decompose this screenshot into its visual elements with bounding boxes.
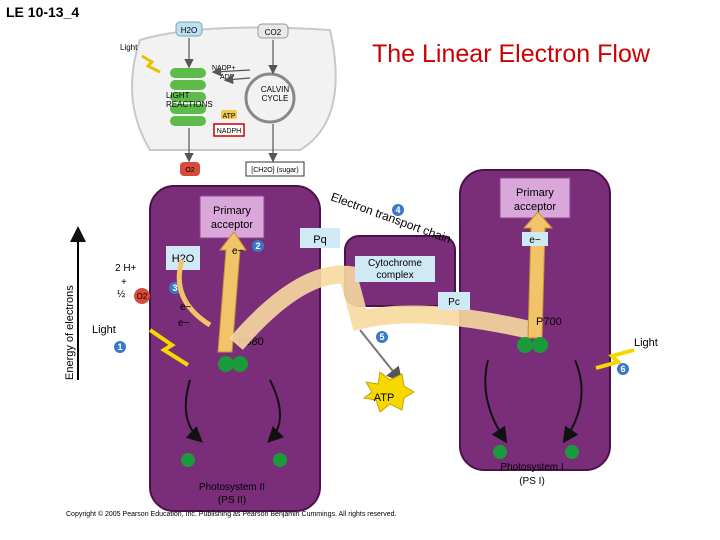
atp-arrow xyxy=(359,329,403,384)
two-h-label: 2 H+ xyxy=(115,263,137,274)
nadph-badge xyxy=(213,123,245,137)
energy-axis: Energy of electrons xyxy=(64,226,86,380)
ps1-electron-box xyxy=(522,232,548,246)
thylakoid-disc xyxy=(170,68,206,78)
h2o-badge xyxy=(175,21,203,37)
photosystem-ii: Primary acceptor e− 2 H2O 2 H+ + ½ O2 3 … xyxy=(92,195,287,506)
atp-burst xyxy=(362,371,415,413)
diagram-title: The Linear Electron Flow xyxy=(372,40,650,68)
ps1-antenna-arrow xyxy=(562,359,583,444)
plus-label: + xyxy=(121,277,127,288)
thylakoid-disc xyxy=(170,104,206,114)
overview-o2-badge xyxy=(180,162,200,176)
cytochrome-box xyxy=(355,256,435,282)
ps1-acceptor-label-1: Primary xyxy=(516,187,554,199)
ps2-electron: e− xyxy=(232,246,244,257)
ps2-acceptor-label-1: Primary xyxy=(213,205,251,217)
ps1-antenna-chlorophyll xyxy=(565,445,579,459)
pq-label: Pq xyxy=(313,234,326,246)
energy-axis-label: Energy of electrons xyxy=(64,285,76,380)
ps2-antenna-chlorophyll xyxy=(273,453,287,467)
step-5-number: 5 xyxy=(379,332,384,342)
step-4-number: 4 xyxy=(395,205,400,215)
light-reactions-label-1: LIGHT xyxy=(166,91,190,100)
step-6-circle xyxy=(617,363,629,375)
nadp-label: NADP+ xyxy=(212,65,236,72)
overview-light-label: Light xyxy=(120,43,138,52)
half-label: ½ xyxy=(117,289,126,300)
adp-arrow xyxy=(223,74,251,85)
calvin-label-1: CALVIN xyxy=(261,85,290,94)
step-6-number: 6 xyxy=(620,364,625,374)
p700-chlorophyll-a xyxy=(517,337,533,353)
ps2-electron-a: e− xyxy=(180,302,192,313)
pq-box xyxy=(300,228,340,248)
step-3-number: 3 xyxy=(172,283,177,293)
p700-label: P700 xyxy=(536,316,562,328)
ps2-light-label: Light xyxy=(92,324,116,336)
overview-o2-label: O2 xyxy=(185,167,194,174)
sugar-label: [CH2O] (sugar) xyxy=(251,167,298,174)
nadph-label: NADPH xyxy=(217,128,242,135)
ps1-light-bolt xyxy=(595,348,635,370)
water-split-arrow xyxy=(176,259,212,328)
atp-label: ATP xyxy=(374,392,395,404)
pc-label: Pc xyxy=(448,297,460,308)
ps1-name-1: Photosystem I xyxy=(500,462,563,473)
co2-badge xyxy=(257,23,289,39)
ps1-primary-acceptor-box xyxy=(499,177,571,219)
thylakoid-disc xyxy=(170,92,206,102)
nadp-arrow xyxy=(211,66,251,77)
light-reactions-label-2: REACTIONS xyxy=(166,100,213,109)
step-1-circle xyxy=(114,341,126,353)
overview-atp-badge xyxy=(221,110,237,119)
ps1-name-2: (PS I) xyxy=(519,476,545,487)
photosystem-i: Primary acceptor e− P700 Light 6 Photosy… xyxy=(484,177,658,487)
ps2-light-bolt xyxy=(148,328,190,367)
step-4-circle xyxy=(392,204,404,216)
p680-chlorophyll-b xyxy=(232,356,248,372)
p680-chlorophyll-a xyxy=(218,356,234,372)
ps1-antenna-arrow xyxy=(484,359,508,444)
step-1-number: 1 xyxy=(117,342,122,352)
ps1-electron: e− xyxy=(529,235,541,246)
cytochrome-label-2: complex xyxy=(376,270,413,281)
h2o-label: H2O xyxy=(181,26,197,35)
overview-light-bolt xyxy=(141,54,161,74)
ps2-name-1: Photosystem II xyxy=(199,482,265,493)
ps2-antenna-arrow xyxy=(184,379,203,443)
chain-path xyxy=(229,265,532,350)
ps2-water-label: H2O xyxy=(172,253,195,265)
o2-circle xyxy=(134,288,150,304)
ps1-acceptor-label-2: acceptor xyxy=(514,201,557,213)
p700-chlorophyll-b xyxy=(532,337,548,353)
o2-label: O2 xyxy=(137,292,148,301)
thylakoid-disc xyxy=(170,80,206,90)
ps2-name-2: (PS II) xyxy=(218,495,246,506)
cytochrome-label-1: Cytochrome xyxy=(368,258,422,269)
step-2-number: 2 xyxy=(255,241,260,251)
overview-atp-label: ATP xyxy=(222,113,235,120)
ps2-antenna-arrow xyxy=(267,379,285,443)
pc-box xyxy=(438,292,470,310)
copyright-notice: Copyright © 2005 Pearson Education, Inc.… xyxy=(66,510,396,518)
step-2-circle xyxy=(252,240,264,252)
ps2-primary-acceptor-box xyxy=(199,195,265,239)
step-5-circle xyxy=(376,331,388,343)
ps2-acceptor-label-2: acceptor xyxy=(211,219,254,231)
overview-diagram: H2O CO2 Light LIGHT REACTIONS CALVIN CYC… xyxy=(120,21,337,177)
co2-label: CO2 xyxy=(265,28,282,37)
sugar-badge xyxy=(245,161,305,177)
ps2-electron-b: e− xyxy=(178,318,190,329)
ps1-light-label: Light xyxy=(634,337,658,349)
calvin-label-2: CYCLE xyxy=(262,94,289,103)
thylakoid-disc xyxy=(170,116,206,126)
ps1-antenna-chlorophyll xyxy=(493,445,507,459)
slide-label: LE 10-13_4 xyxy=(6,4,80,20)
ps2-antenna-chlorophyll xyxy=(181,453,195,467)
